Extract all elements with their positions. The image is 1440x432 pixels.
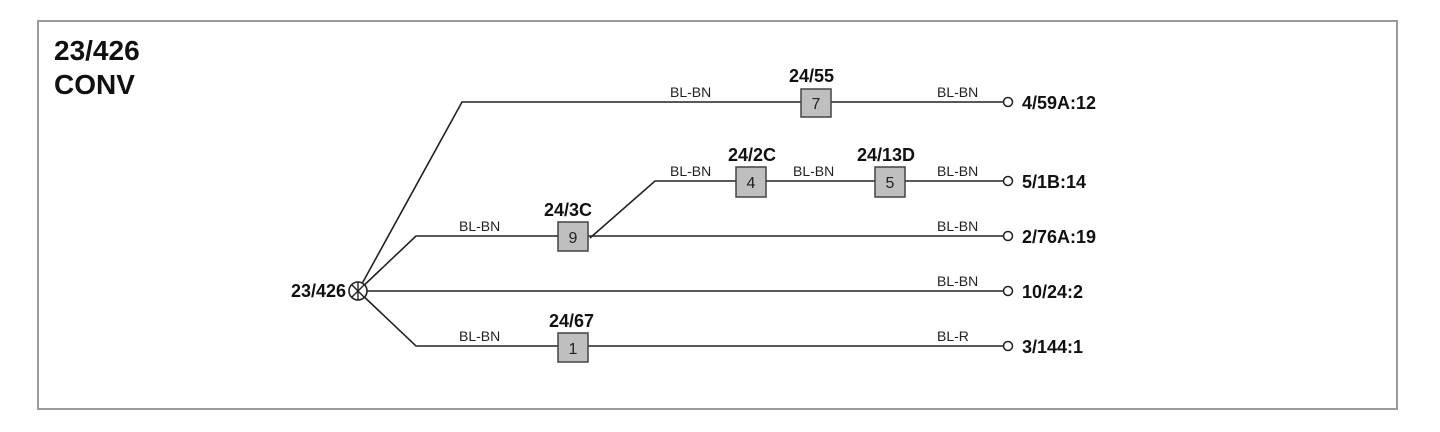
title-line-1: 23/426 xyxy=(54,35,140,66)
connector-24-3C: 24/3C 9 xyxy=(544,200,592,252)
connector-box xyxy=(874,166,906,198)
connector-code: 24/13D xyxy=(857,145,915,165)
wire-label: BL-BN xyxy=(670,84,711,100)
wire-label: BL-BN xyxy=(937,84,978,100)
terminal-2: 5/1B:14 xyxy=(1002,172,1086,192)
connector-number: 4 xyxy=(747,175,756,192)
title-line-2: CONV xyxy=(54,69,135,100)
splice-point: 23/426 xyxy=(291,281,368,301)
connector-number: 5 xyxy=(886,175,895,192)
terminal-icon xyxy=(1002,340,1014,352)
wire-label: BL-BN xyxy=(793,163,834,179)
connector-number: 9 xyxy=(569,230,578,247)
terminal-4: 10/24:2 xyxy=(1002,282,1083,302)
wire-label: BL-BN xyxy=(459,328,500,344)
connector-code: 24/67 xyxy=(549,311,594,331)
terminal-label: 3/144:1 xyxy=(1022,337,1083,357)
connector-box xyxy=(557,332,589,363)
wire-branch-5 xyxy=(357,290,1003,347)
terminal-icon xyxy=(1002,96,1014,108)
terminal-label: 2/76A:19 xyxy=(1022,227,1096,247)
wire-branch-3 xyxy=(357,235,1003,292)
splice-label: 23/426 xyxy=(291,281,346,301)
connector-number: 7 xyxy=(812,96,821,113)
terminal-label: 5/1B:14 xyxy=(1022,172,1086,192)
connector-box xyxy=(557,221,589,252)
connector-24-55: 24/55 7 xyxy=(789,66,834,118)
terminal-icon xyxy=(1002,285,1014,297)
wire-label: BL-BN xyxy=(937,218,978,234)
wires xyxy=(357,101,1003,347)
connector-box xyxy=(735,166,767,198)
wire-label: BL-R xyxy=(937,328,969,344)
connector-number: 1 xyxy=(569,341,578,358)
terminal-3: 2/76A:19 xyxy=(1002,227,1096,247)
connector-box xyxy=(800,88,832,118)
connector-code: 24/55 xyxy=(789,66,834,86)
wire-branch-1 xyxy=(357,101,1003,292)
terminal-label: 4/59A:12 xyxy=(1022,93,1096,113)
terminal-icon xyxy=(1002,230,1014,242)
connector-24-2C: 24/2C 4 xyxy=(728,145,776,198)
connector-24-67: 24/67 1 xyxy=(549,311,594,363)
wire-label: BL-BN xyxy=(937,163,978,179)
wire-label: BL-BN xyxy=(670,163,711,179)
terminal-5: 3/144:1 xyxy=(1002,337,1083,357)
diagram-frame xyxy=(37,20,1398,410)
connector-code: 24/3C xyxy=(544,200,592,220)
terminals: 4/59A:12 5/1B:14 2/76A:19 10/24:2 3/144:… xyxy=(1002,93,1096,357)
terminal-icon xyxy=(1002,175,1014,187)
wire-label: BL-BN xyxy=(459,218,500,234)
wire-label: BL-BN xyxy=(937,273,978,289)
wire-labels: BL-BN BL-BN BL-BN BL-BN BL-BN BL-BN BL-B… xyxy=(459,84,978,344)
terminal-label: 10/24:2 xyxy=(1022,282,1083,302)
connector-24-13D: 24/13D 5 xyxy=(857,145,915,198)
diagram-title: 23/426 CONV xyxy=(54,34,140,102)
terminal-1: 4/59A:12 xyxy=(1002,93,1096,113)
connector-code: 24/2C xyxy=(728,145,776,165)
